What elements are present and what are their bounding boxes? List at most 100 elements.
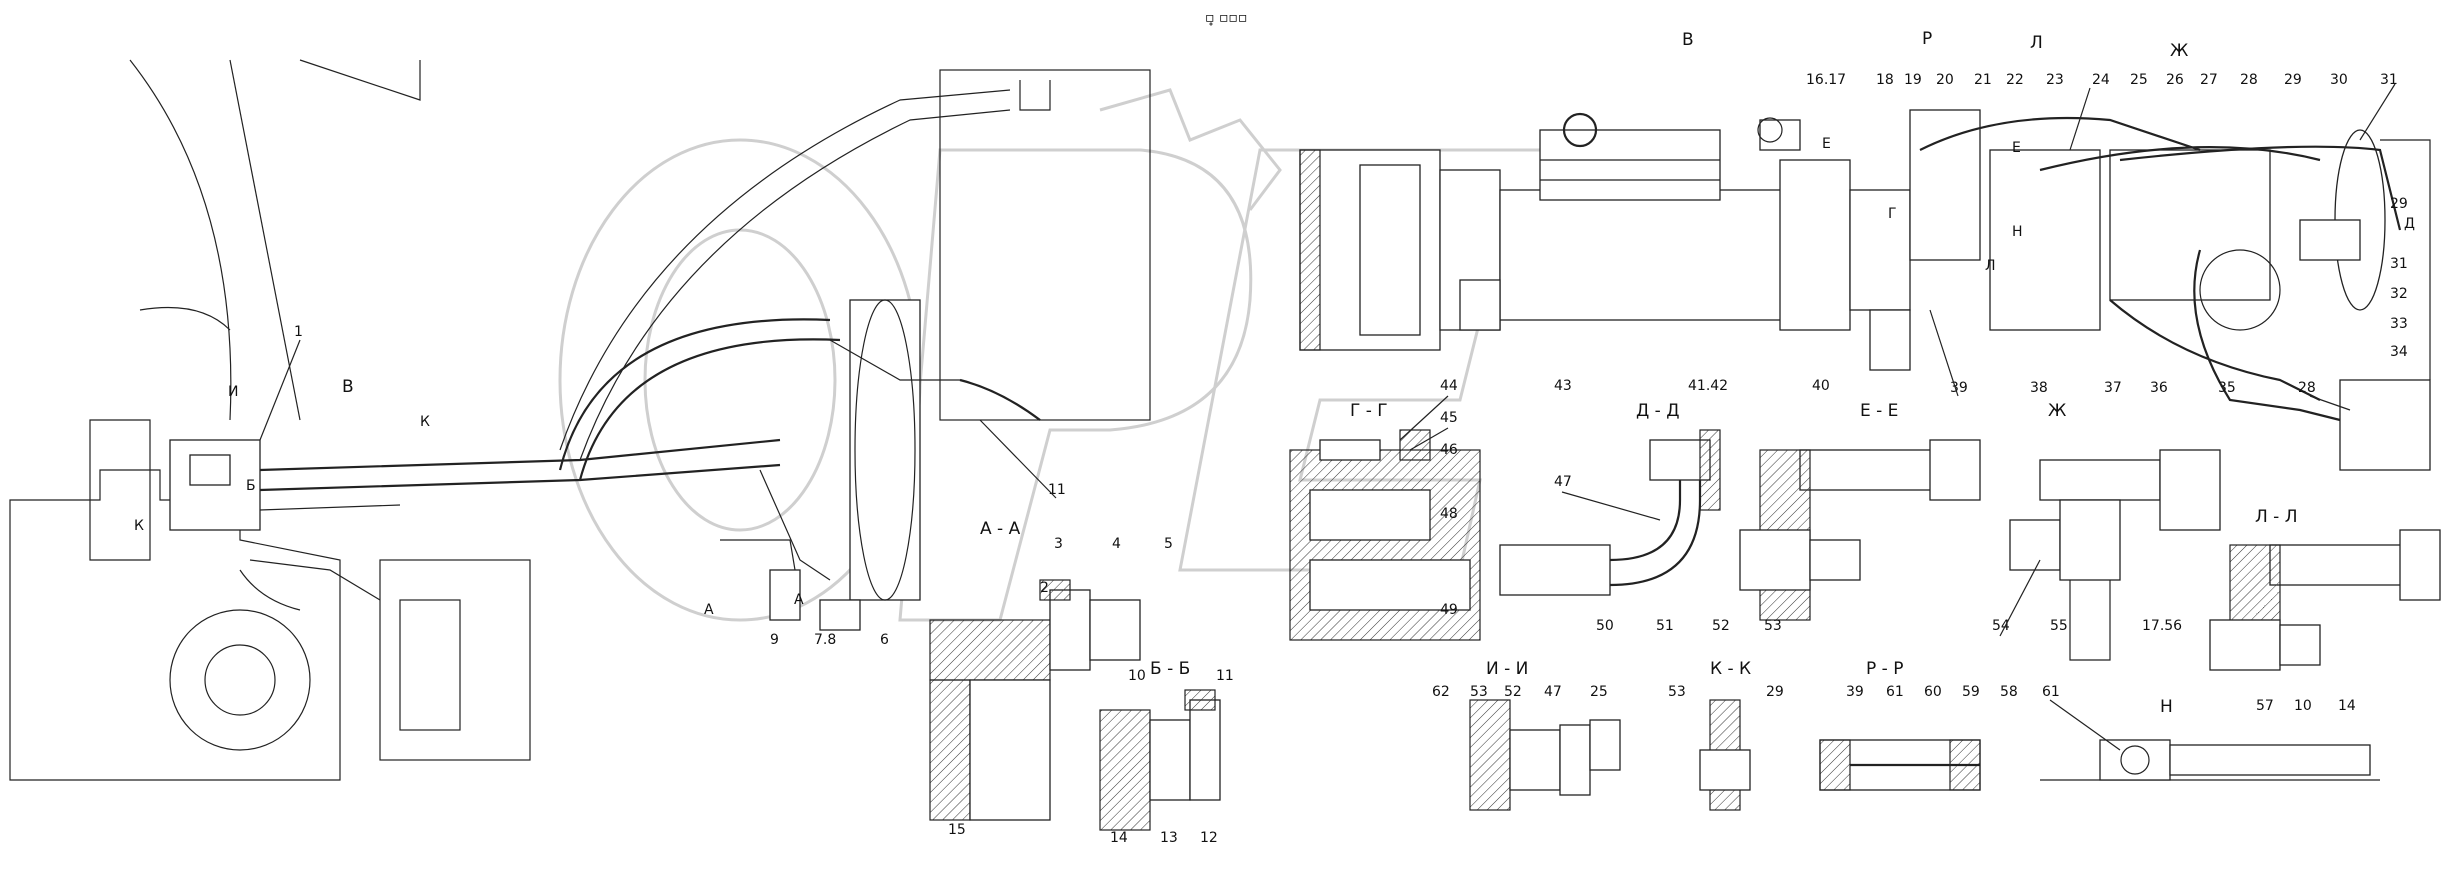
section-title-e-e: Е - Е (1860, 401, 1898, 421)
callout: 14 (2338, 698, 2356, 714)
callout: 39 (1846, 684, 1864, 700)
callout: 11 (1048, 482, 1066, 498)
section-titles: А - А Б - Б Г - Г Д - Д Е - Е Ж Л - Л И … (980, 401, 2298, 717)
callout: 4 (1112, 536, 1121, 552)
section-g-g (1289, 429, 1481, 641)
callout: 41.42 (1688, 378, 1728, 394)
callouts-e-e: 40 52 53 (1712, 378, 1830, 634)
callout: 28 (2298, 380, 2316, 396)
callout: 55 (2050, 618, 2068, 634)
callout: 31 (2380, 72, 2398, 88)
section-title-l-l: Л - Л (2255, 507, 2298, 527)
section-e-e (1739, 439, 1981, 621)
view-letter-v-left: В (342, 377, 354, 397)
section-title-zh: Ж (2048, 401, 2066, 421)
callout: 37 (2104, 380, 2122, 396)
callout: 45 (1440, 410, 1458, 426)
section-i-i (1469, 699, 1621, 811)
callout: 14 (1110, 830, 1128, 846)
callout: 47 (1554, 474, 1572, 490)
callout: 38 (2030, 380, 2048, 396)
callout: 10 (2294, 698, 2312, 714)
callout: 22 (2006, 72, 2024, 88)
callout: 24 (2092, 72, 2110, 88)
callout: 40 (1812, 378, 1830, 394)
view-letter-e-2: Е (2012, 140, 2021, 156)
callout: 46 (1440, 442, 1458, 458)
tractor-left-view (9, 59, 781, 781)
section-l-l (2209, 529, 2441, 671)
callouts-l-l: 57 10 14 (2256, 698, 2356, 714)
callout: 9 (770, 632, 779, 648)
section-title-k-k: К - К (1710, 659, 1751, 679)
callout: 27 (2200, 72, 2218, 88)
view-letter-e-1: Е (1822, 136, 1831, 152)
callout: 3 (1054, 536, 1063, 552)
engine-view (1299, 109, 2431, 471)
section-title-r-r: Р - Р (1866, 659, 1903, 679)
view-letter-l-mid: Л (1985, 258, 1996, 274)
view-letter-a-right: А (794, 592, 804, 608)
callout: 25 (2130, 72, 2148, 88)
callout: 35 (2218, 380, 2236, 396)
view-n (2040, 739, 2380, 781)
callout: 53 (1668, 684, 1686, 700)
section-title-d-d: Д - Д (1636, 401, 1680, 421)
callouts-b-b: 10 11 14 13 12 (1110, 668, 1234, 846)
radiator-fan-view (558, 69, 1151, 631)
view-letter-v-top: В (1682, 30, 1694, 50)
callout: 50 (1596, 618, 1614, 634)
callout: 60 (1924, 684, 1942, 700)
callout: 36 (2150, 380, 2168, 396)
callout: 7.8 (814, 632, 836, 648)
callout: 20 (1936, 72, 1954, 88)
section-d-d (1499, 429, 1721, 596)
callout: 10 (1128, 668, 1146, 684)
callouts-g-g: 44 45 46 48 49 (1440, 378, 1458, 618)
callout: 58 (2000, 684, 2018, 700)
callout: 61 (2042, 684, 2060, 700)
callout: 1 (294, 324, 303, 340)
callout: 28 (2240, 72, 2258, 88)
callout: 39 (1950, 380, 1968, 396)
section-r-r (1819, 739, 1981, 791)
callout: 15 (948, 822, 966, 838)
view-letter-a-left: А (704, 602, 714, 618)
callout: 33 (2390, 316, 2408, 332)
callouts-r-r: 39 61 60 59 58 (1846, 684, 2018, 700)
callouts-d-d: 43 41.42 47 50 51 (1554, 378, 1728, 634)
callout: 52 (1712, 618, 1730, 634)
callout: 29 (2390, 196, 2408, 212)
section-title-i-i: И - И (1486, 659, 1528, 679)
section-title-b-b: Б - Б (1150, 659, 1190, 679)
callouts-zh: 54 55 17.56 (1992, 618, 2182, 634)
callout: 47 (1544, 684, 1562, 700)
callouts-top-row: 16.17 18 19 20 21 22 23 24 25 26 27 28 2… (1806, 72, 2398, 88)
view-letter-i: И (228, 384, 238, 400)
callout: 48 (1440, 506, 1458, 522)
callout: 49 (1440, 602, 1458, 618)
view-letter-k-top: К (420, 414, 430, 430)
callout: 11 (1216, 668, 1234, 684)
callout: 12 (1200, 830, 1218, 846)
callout: 61 (1886, 684, 1904, 700)
callouts-k-k: 53 29 (1668, 684, 1784, 700)
callout: 5 (1164, 536, 1173, 552)
section-title-g-g: Г - Г (1350, 401, 1388, 421)
callout: 31 (2390, 256, 2408, 272)
callout: 57 (2256, 698, 2274, 714)
callout: 21 (1974, 72, 1992, 88)
callout: 34 (2390, 344, 2408, 360)
view-letter-k-left: К (134, 518, 144, 534)
callout: 52 (1504, 684, 1522, 700)
callouts-i-i: 62 53 52 47 25 (1432, 684, 1608, 700)
callout: 13 (1160, 830, 1178, 846)
callout: 29 (2284, 72, 2302, 88)
callout: 29 (1766, 684, 1784, 700)
section-b-b (1099, 689, 1221, 831)
callout: 2 (1040, 580, 1049, 596)
callout: 16.17 (1806, 72, 1846, 88)
view-letter-d: Д (2404, 216, 2415, 232)
callout: 54 (1992, 618, 2010, 634)
section-a-a (929, 579, 1141, 821)
